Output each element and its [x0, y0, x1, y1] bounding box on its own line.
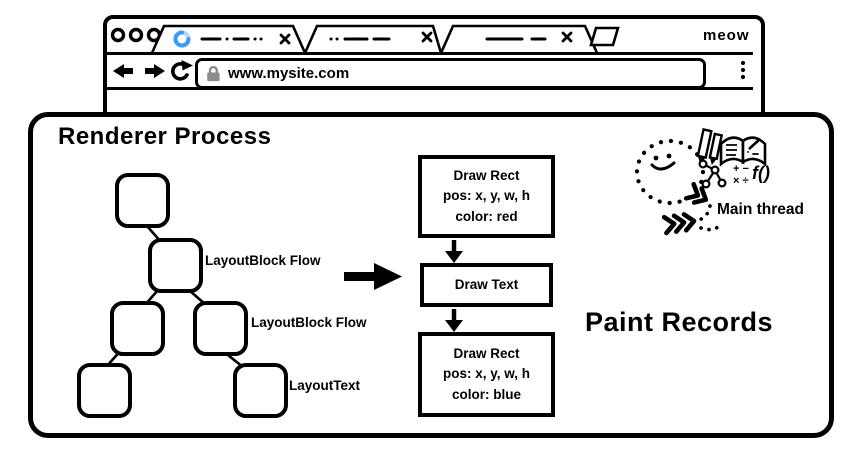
- close-icon[interactable]: [279, 33, 291, 45]
- dotted-blob-icon: [634, 138, 706, 206]
- url-text: www.mysite.com: [228, 65, 350, 82]
- renderer-process-panel: Renderer Process: [28, 112, 834, 438]
- close-icon[interactable]: [561, 31, 573, 43]
- math-icon: × ÷: [733, 175, 749, 187]
- chevron-arrows-icon: [661, 212, 697, 236]
- close-icon[interactable]: [421, 31, 433, 43]
- smiley-face-icon: [650, 153, 676, 171]
- spinner-icon: [173, 30, 191, 48]
- main-thread-character: + − × ÷ f(): [634, 128, 770, 236]
- paint-step-line: Draw Text: [454, 276, 519, 292]
- tree-diagram-icon: [698, 159, 727, 189]
- chevron-arrows-icon: [683, 181, 709, 205]
- forward-icon[interactable]: [145, 64, 165, 78]
- flow-arrow-icon: [344, 263, 402, 290]
- tree-node-leaf-left: [77, 363, 132, 418]
- paint-step-arrow: [445, 240, 463, 263]
- paint-step-box: Draw Rect pos: x, y, w, h color: red: [418, 155, 555, 238]
- browser-window: meow www.mysite.com: [103, 15, 765, 123]
- math-icon: + −: [733, 163, 749, 175]
- node-label: LayoutBlock Flow: [251, 315, 367, 330]
- kebab-menu-icon[interactable]: [739, 59, 747, 83]
- panel-title: Renderer Process: [58, 123, 272, 150]
- paint-step-box: Draw Rect pos: x, y, w, h color: blue: [418, 332, 555, 417]
- paint-step-line: pos: x, y, w, h: [442, 366, 530, 382]
- dotted-trail: [699, 224, 722, 232]
- paint-step-box: Draw Text: [420, 263, 553, 307]
- tab-strip: [110, 24, 620, 54]
- paint-step-line: color: red: [455, 208, 518, 224]
- traffic-light-icon[interactable]: [110, 27, 126, 43]
- traffic-light-icon[interactable]: [128, 27, 144, 43]
- nav-bar: www.mysite.com: [107, 55, 753, 90]
- new-tab-icon[interactable]: [589, 26, 620, 47]
- tree-node-level3-right: [193, 301, 248, 356]
- pencil-icon: [696, 128, 724, 165]
- node-label: LayoutBlock Flow: [205, 253, 321, 268]
- paint-step-line: Draw Rect: [453, 346, 520, 362]
- back-icon[interactable]: [113, 64, 133, 78]
- paint-step-arrow: [445, 309, 463, 332]
- paint-records-label: Paint Records: [585, 307, 774, 337]
- dotted-trail: [694, 204, 712, 223]
- tree-node-level2: [148, 238, 203, 293]
- tree-node-level3-left: [110, 301, 165, 356]
- paint-step-line: Draw Rect: [453, 168, 520, 184]
- nav-icons: [113, 60, 193, 81]
- tree-node-root: [115, 173, 170, 228]
- tabstrip-divider: [107, 52, 753, 55]
- tree-node-leaf-right: [233, 363, 288, 418]
- book-icon: [719, 136, 767, 167]
- main-thread-label: Main thread: [717, 201, 804, 218]
- reload-icon[interactable]: [171, 60, 193, 81]
- function-icon: f(): [752, 163, 770, 183]
- paint-step-line: color: blue: [451, 386, 521, 402]
- paint-step-line: pos: x, y, w, h: [442, 188, 530, 204]
- brand-label: meow: [703, 27, 750, 44]
- node-label: LayoutText: [289, 378, 361, 393]
- url-field[interactable]: www.mysite.com: [195, 58, 706, 89]
- lock-icon: [207, 65, 220, 82]
